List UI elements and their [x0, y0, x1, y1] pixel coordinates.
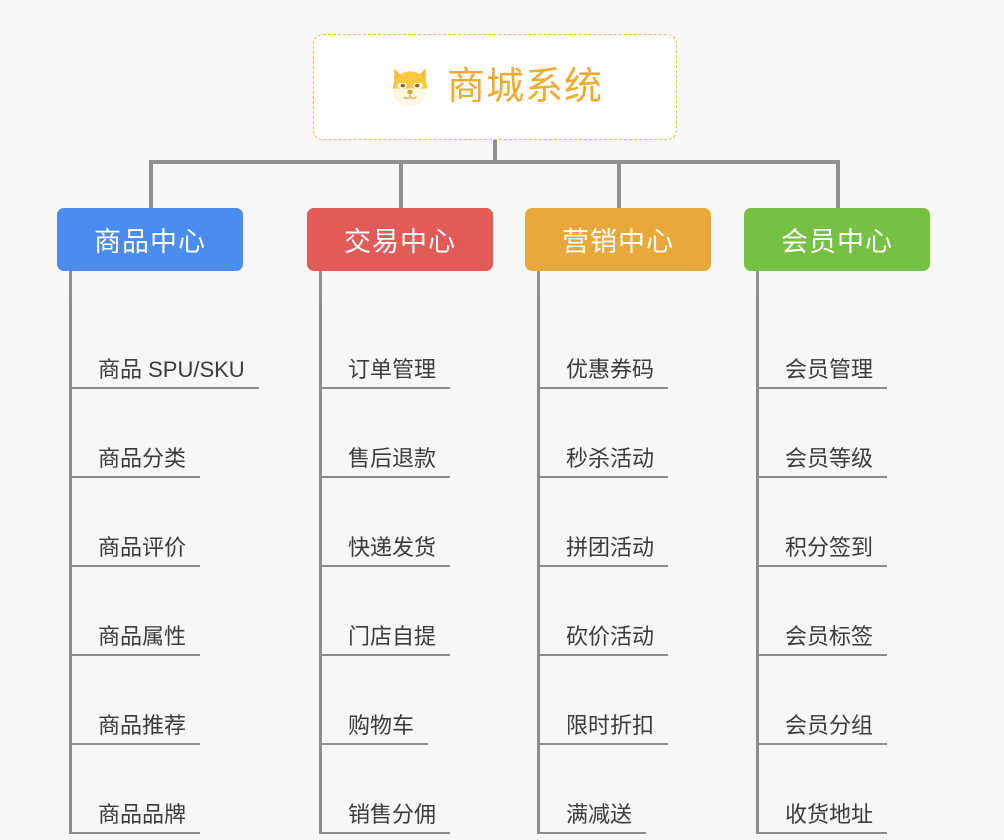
leaf-item[interactable]: 商品品牌 — [72, 745, 259, 834]
leaf-item-underline: 砍价活动 — [540, 623, 669, 656]
leaf-item-underline: 商品品牌 — [72, 801, 201, 834]
leaf-item[interactable]: 会员分组 — [759, 656, 888, 745]
leaf-item[interactable]: 优惠券码 — [540, 300, 669, 389]
leaf-list: 优惠券码秒杀活动拼团活动砍价活动限时折扣满减送 — [537, 300, 669, 834]
leaf-item[interactable]: 门店自提 — [322, 567, 451, 656]
leaf-item-label: 收货地址 — [785, 801, 874, 827]
leaf-item-underline: 限时折扣 — [540, 712, 669, 745]
category-label: 商品中心 — [94, 227, 206, 257]
leaf-item-underline: 积分签到 — [759, 534, 888, 567]
leaf-item-label: 积分签到 — [785, 534, 874, 560]
leaf-item-label: 限时折扣 — [566, 712, 655, 738]
leaf-item-underline: 商品评价 — [72, 534, 201, 567]
leaf-item-underline: 拼团活动 — [540, 534, 669, 567]
leaf-item-label: 快递发货 — [348, 534, 437, 560]
leaf-item[interactable]: 会员等级 — [759, 389, 888, 478]
leaf-item-underline: 优惠券码 — [540, 356, 669, 389]
category-label: 会员中心 — [781, 227, 893, 257]
leaf-item-label: 订单管理 — [348, 356, 437, 382]
leaf-item[interactable]: 收货地址 — [759, 745, 888, 834]
leaf-item-label: 商品分类 — [98, 445, 187, 471]
leaf-item[interactable]: 商品分类 — [72, 389, 259, 478]
branch-stub — [756, 271, 759, 307]
leaf-list: 会员管理会员等级积分签到会员标签会员分组收货地址 — [756, 300, 888, 834]
leaf-item-underline: 门店自提 — [322, 623, 451, 656]
leaf-list: 订单管理售后退款快递发货门店自提购物车销售分佣 — [319, 300, 451, 834]
leaf-item-label: 售后退款 — [348, 445, 437, 471]
leaf-item-underline: 商品推荐 — [72, 712, 201, 745]
leaf-item[interactable]: 订单管理 — [322, 300, 451, 389]
category-box-marketing-center[interactable]: 营销中心 — [525, 208, 711, 271]
leaf-item[interactable]: 商品推荐 — [72, 656, 259, 745]
leaf-item-underline: 会员等级 — [759, 445, 888, 478]
leaf-item[interactable]: 购物车 — [322, 656, 450, 745]
category-box-trade-center[interactable]: 交易中心 — [307, 208, 493, 271]
leaf-item[interactable]: 售后退款 — [322, 389, 451, 478]
category-box-product-center[interactable]: 商品中心 — [57, 208, 243, 271]
leaf-item[interactable]: 商品评价 — [72, 478, 259, 567]
leaf-item-underline: 销售分佣 — [322, 801, 451, 834]
leaf-item[interactable]: 商品 SPU/SKU — [72, 300, 259, 389]
leaf-item-label: 门店自提 — [348, 623, 437, 649]
connector-stem — [493, 140, 497, 164]
leaf-item-label: 会员等级 — [785, 445, 874, 471]
leaf-item[interactable]: 商品属性 — [72, 567, 259, 656]
leaf-item[interactable]: 满减送 — [540, 745, 668, 834]
leaf-item[interactable]: 会员管理 — [759, 300, 888, 389]
leaf-item-underline: 购物车 — [322, 712, 429, 745]
shiba-dog-icon — [392, 68, 428, 106]
root-node[interactable]: 商城系统 — [313, 34, 677, 140]
leaf-item-label: 会员标签 — [785, 623, 874, 649]
leaf-item-label: 砍价活动 — [566, 623, 655, 649]
leaf-item-label: 优惠券码 — [566, 356, 655, 382]
leaf-item-label: 购物车 — [348, 712, 415, 738]
category-label: 营销中心 — [562, 227, 674, 257]
leaf-item-label: 拼团活动 — [566, 534, 655, 560]
leaf-item[interactable]: 销售分佣 — [322, 745, 451, 834]
leaf-item-underline: 快递发货 — [322, 534, 451, 567]
leaf-item-label: 会员管理 — [785, 356, 874, 382]
connector-drop-3 — [617, 160, 621, 208]
leaf-list: 商品 SPU/SKU 商品分类商品评价商品属性商品推荐商品品牌 — [69, 300, 259, 834]
branch-stub — [537, 271, 540, 307]
leaf-item-underline: 订单管理 — [322, 356, 451, 389]
leaf-item-underline: 会员标签 — [759, 623, 888, 656]
leaf-item-underline: 商品分类 — [72, 445, 201, 478]
leaf-item-label: 商品推荐 — [98, 712, 187, 738]
leaf-item-label: 销售分佣 — [348, 801, 437, 827]
leaf-item-label: 商品 SPU/SKU — [98, 356, 245, 382]
leaf-item-label: 会员分组 — [785, 712, 874, 738]
connector-bus — [149, 160, 840, 164]
leaf-item[interactable]: 砍价活动 — [540, 567, 669, 656]
category-box-member-center[interactable]: 会员中心 — [744, 208, 930, 271]
leaf-item-underline: 满减送 — [540, 801, 647, 834]
leaf-item-label: 商品品牌 — [98, 801, 187, 827]
leaf-item-label: 商品属性 — [98, 623, 187, 649]
leaf-item-underline: 秒杀活动 — [540, 445, 669, 478]
leaf-item[interactable]: 拼团活动 — [540, 478, 669, 567]
leaf-item-label: 满减送 — [566, 801, 633, 827]
leaf-item-underline: 会员分组 — [759, 712, 888, 745]
leaf-item[interactable]: 限时折扣 — [540, 656, 669, 745]
category-label: 交易中心 — [344, 227, 456, 257]
leaf-item-underline: 售后退款 — [322, 445, 451, 478]
leaf-item-label: 秒杀活动 — [566, 445, 655, 471]
leaf-item-label: 商品评价 — [98, 534, 187, 560]
leaf-item[interactable]: 会员标签 — [759, 567, 888, 656]
connector-drop-2 — [399, 160, 403, 208]
leaf-item-underline: 商品属性 — [72, 623, 201, 656]
branch-stub — [69, 271, 72, 307]
leaf-item-underline: 会员管理 — [759, 356, 888, 389]
connector-drop-4 — [836, 160, 840, 208]
branch-stub — [319, 271, 322, 307]
leaf-item[interactable]: 积分签到 — [759, 478, 888, 567]
connector-drop-1 — [149, 160, 153, 208]
root-title: 商城系统 — [446, 66, 603, 108]
leaf-item[interactable]: 秒杀活动 — [540, 389, 669, 478]
leaf-item[interactable]: 快递发货 — [322, 478, 451, 567]
leaf-item-underline: 收货地址 — [759, 801, 888, 834]
leaf-item-underline: 商品 SPU/SKU — [72, 356, 259, 389]
